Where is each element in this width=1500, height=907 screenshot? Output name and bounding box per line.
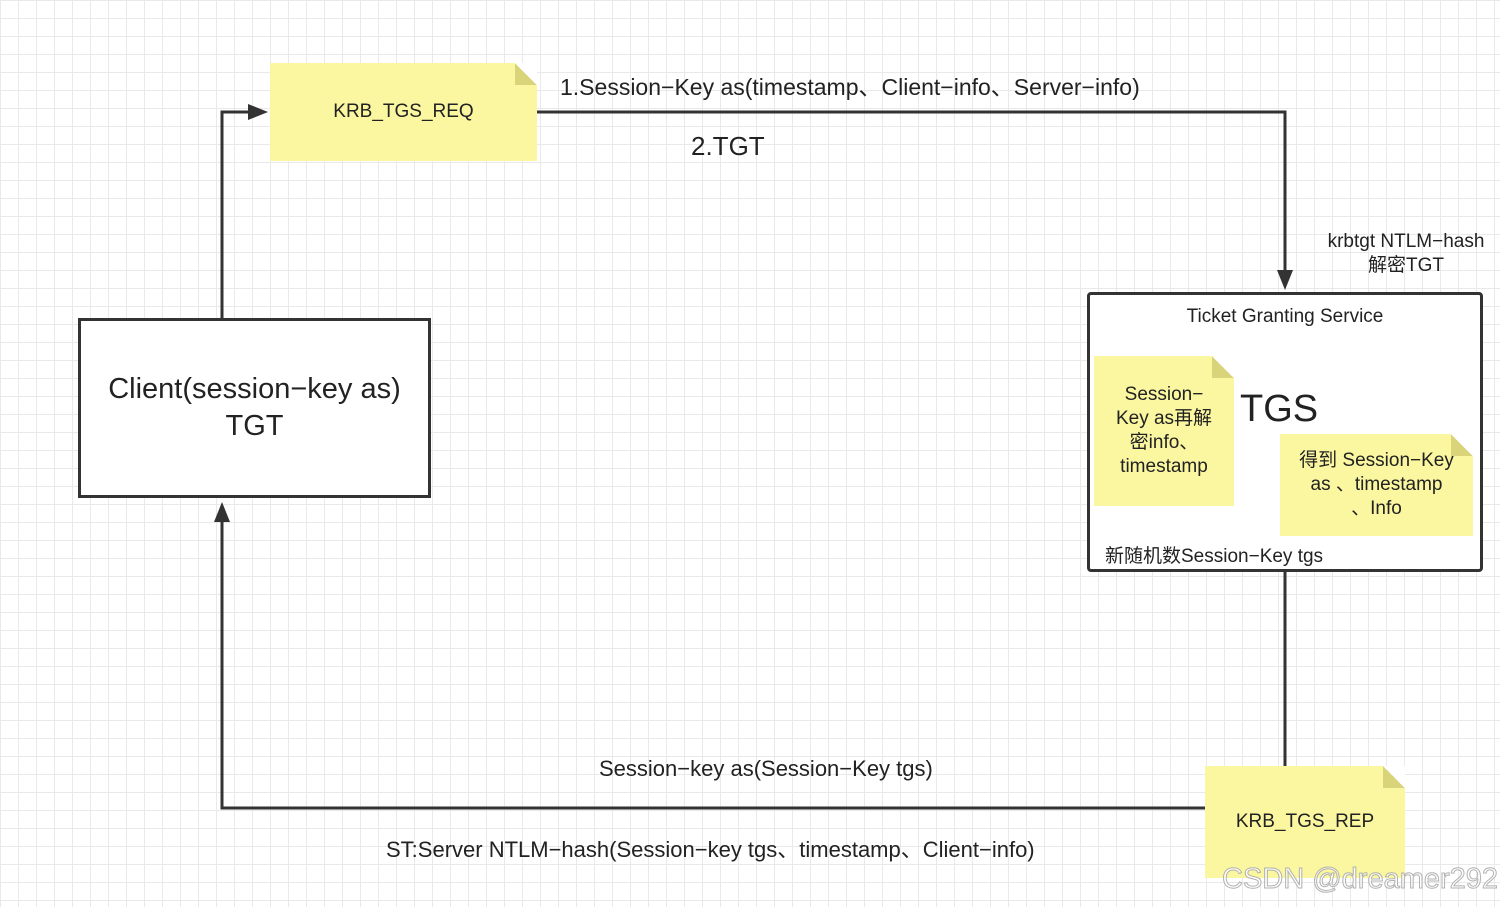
krb-tgs-rep-note: KRB_TGS_REP [1205, 766, 1405, 878]
req-to-tgs-arrow [537, 110, 1287, 272]
decrypt-label-line1: krbtgt NTLM−hash [1327, 231, 1485, 252]
tgs-decrypt-note-line4: timestamp [1120, 456, 1208, 477]
client-label-line1: Client(session−key as) [108, 373, 401, 405]
client-to-req-arrow [220, 110, 250, 318]
rep-label-session-key: Session−key as(Session−Key tgs) [599, 756, 933, 781]
client-to-req-arrowhead [248, 104, 268, 120]
tgs-result-note: 得到 Session−Key as 、timestamp 、Info [1280, 434, 1473, 536]
tgs-name: TGS [1240, 388, 1319, 430]
tgs-result-note-line1: 得到 Session−Key [1299, 450, 1454, 471]
rep-to-client-arrowhead [214, 502, 230, 522]
tgs-footer: 新随机数Session−Key tgs [1105, 546, 1324, 567]
tgs-result-note-line2: as 、timestamp [1310, 474, 1443, 495]
client-label-line2: TGT [225, 410, 284, 442]
client-box: Client(session−key as) TGT [78, 318, 431, 498]
rep-to-client-arrow [220, 520, 1205, 810]
decrypt-label-line2: 解密TGT [1368, 255, 1444, 276]
tgs-decrypt-note-line1: Session− [1124, 384, 1204, 405]
req-label-tgt: 2.TGT [691, 131, 765, 161]
krb-tgs-rep-label: KRB_TGS_REP [1235, 811, 1375, 832]
krb-tgs-req-note: KRB_TGS_REQ [270, 63, 537, 161]
watermark: CSDN @dreamer292 [1221, 863, 1499, 896]
tgs-decrypt-note-line3: 密info、 [1129, 432, 1199, 453]
tgs-title: Ticket Granting Service [1186, 306, 1384, 327]
decrypt-label: krbtgt NTLM−hash 解密TGT [1316, 230, 1496, 278]
krb-tgs-req-label: KRB_TGS_REQ [333, 101, 474, 122]
tgs-decrypt-note: Session− Key as再解 密info、 timestamp [1094, 356, 1234, 506]
req-label-session-key: 1.Session−Key as(timestamp、Client−info、S… [560, 74, 1140, 100]
tgs-decrypt-note-line2: Key as再解 [1115, 408, 1213, 429]
tgs-result-note-line3: 、Info [1351, 498, 1402, 519]
req-to-tgs-arrowhead [1277, 270, 1293, 290]
rep-label-st: ST:Server NTLM−hash(Session−key tgs、time… [386, 837, 1035, 862]
